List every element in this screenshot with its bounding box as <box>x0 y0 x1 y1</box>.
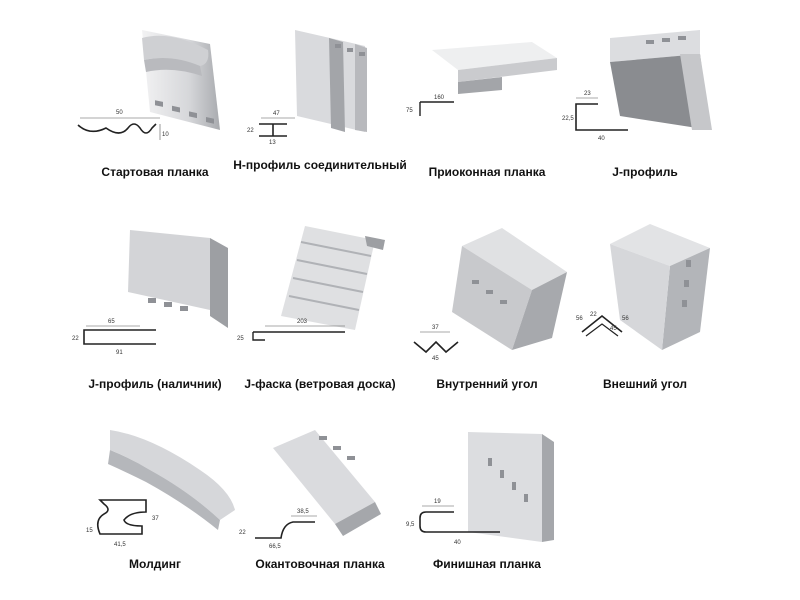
window-strip-dim-height: 75 <box>406 108 413 114</box>
start-strip-dim-height: 10 <box>162 132 169 138</box>
product-outer-corner: 56 22 56 45 Внешний угол <box>550 220 740 391</box>
h-profile-dim-bottom: 13 <box>269 140 276 146</box>
inner-corner-dim-top: 37 <box>432 325 439 331</box>
edge-strip-dim-top: 38,5 <box>297 509 309 515</box>
h-profile-dim-height: 22 <box>247 128 254 134</box>
window-strip-illustration: 160 75 <box>392 20 582 160</box>
start-strip-svg: 50 10 <box>77 30 220 140</box>
outer-corner-dim-inner: 22 <box>590 312 597 318</box>
window-strip-svg: 160 75 <box>406 42 557 116</box>
molding-illustration: 15 37 41,5 <box>60 420 250 560</box>
inner-corner-caption: Внутренний угол <box>436 377 538 391</box>
molding-dim-right: 37 <box>152 516 159 522</box>
start-strip-dim-width: 50 <box>116 110 123 116</box>
edge-strip-dim-height: 22 <box>239 530 246 536</box>
j-trim-caption: J-профиль (наличник) <box>88 377 222 391</box>
edge-strip-illustration: 38,5 22 66,5 <box>225 420 415 560</box>
j-profile-caption: J-профиль <box>612 165 678 179</box>
outer-corner-caption: Внешний угол <box>602 377 688 391</box>
product-j-trim: 65 22 91 J-профиль (наличник) <box>60 220 250 391</box>
window-strip-caption: Приоконная планка <box>428 165 546 179</box>
edge-strip-svg: 38,5 22 66,5 <box>239 430 381 550</box>
product-inner-corner: 37 45 Внутренний угол <box>392 220 582 391</box>
j-trim-dim-height: 22 <box>72 336 79 342</box>
j-trim-dim-top: 65 <box>108 319 115 325</box>
j-trim-illustration: 65 22 91 <box>60 220 250 360</box>
edge-strip-caption: Окантовочная планка <box>255 557 385 571</box>
h-profile-dim-width: 47 <box>273 111 280 117</box>
product-molding: 15 37 41,5 Молдинг <box>60 420 250 571</box>
j-profile-dim-width: 40 <box>598 136 605 142</box>
product-finish-strip: 19 9,5 40 Финишная планка <box>392 420 582 571</box>
molding-dim-left: 15 <box>86 528 93 534</box>
edge-strip-dim-width: 66,5 <box>269 544 281 550</box>
finish-strip-dim-top: 19 <box>434 499 441 505</box>
j-bevel-caption: J-фаска (ветровая доска) <box>244 377 396 391</box>
finish-strip-dim-height: 9,5 <box>406 522 415 528</box>
inner-corner-svg: 37 45 <box>413 228 567 360</box>
finish-strip-caption: Финишная планка <box>433 557 541 571</box>
molding-dim-bottom: 41,5 <box>114 542 126 548</box>
start-strip-illustration: 50 10 <box>60 20 250 160</box>
outer-corner-svg: 56 22 56 45 <box>576 224 710 350</box>
h-profile-caption: Н-профиль соединительный <box>233 158 407 172</box>
product-edge-strip: 38,5 22 66,5 Окантовочная планка <box>225 420 415 571</box>
product-j-bevel: 203 25 J-фаска (ветровая доска) <box>225 220 415 391</box>
outer-corner-illustration: 56 22 56 45 <box>550 220 740 360</box>
product-j-profile: 23 22,5 40 J-профиль <box>550 20 740 179</box>
product-h-profile: 47 22 13 Н-профиль соединительный <box>225 20 415 172</box>
j-trim-svg: 65 22 91 <box>72 230 228 356</box>
outer-corner-dim-right: 56 <box>622 316 629 322</box>
finish-strip-svg: 19 9,5 40 <box>406 432 554 546</box>
start-strip-caption: Стартовая планка <box>101 165 209 179</box>
j-trim-dim-width: 91 <box>116 350 123 356</box>
j-bevel-dim-height: 25 <box>237 336 244 342</box>
j-bevel-svg: 203 25 <box>237 226 385 342</box>
molding-caption: Молдинг <box>129 557 181 571</box>
molding-svg: 15 37 41,5 <box>86 430 235 548</box>
inner-corner-dim-bottom: 45 <box>432 356 439 360</box>
product-window-strip: 160 75 Приоконная планка <box>392 20 582 179</box>
finish-strip-illustration: 19 9,5 40 <box>392 420 582 560</box>
h-profile-illustration: 47 22 13 <box>225 20 415 160</box>
h-profile-svg: 47 22 13 <box>247 30 367 146</box>
j-bevel-illustration: 203 25 <box>225 220 415 360</box>
j-profile-dim-top: 23 <box>584 91 591 97</box>
product-start-strip: 50 10 Стартовая планка <box>60 20 250 179</box>
window-strip-dim-width: 160 <box>434 95 445 101</box>
j-profile-svg: 23 22,5 40 <box>562 30 712 142</box>
j-profile-dim-height: 22,5 <box>562 116 574 122</box>
j-profile-illustration: 23 22,5 40 <box>550 20 740 160</box>
j-bevel-dim-width: 203 <box>297 319 308 325</box>
inner-corner-illustration: 37 45 <box>392 220 582 360</box>
finish-strip-dim-width: 40 <box>454 540 461 546</box>
outer-corner-dim-angle: 45 <box>610 326 617 332</box>
outer-corner-dim-left: 56 <box>576 316 583 322</box>
